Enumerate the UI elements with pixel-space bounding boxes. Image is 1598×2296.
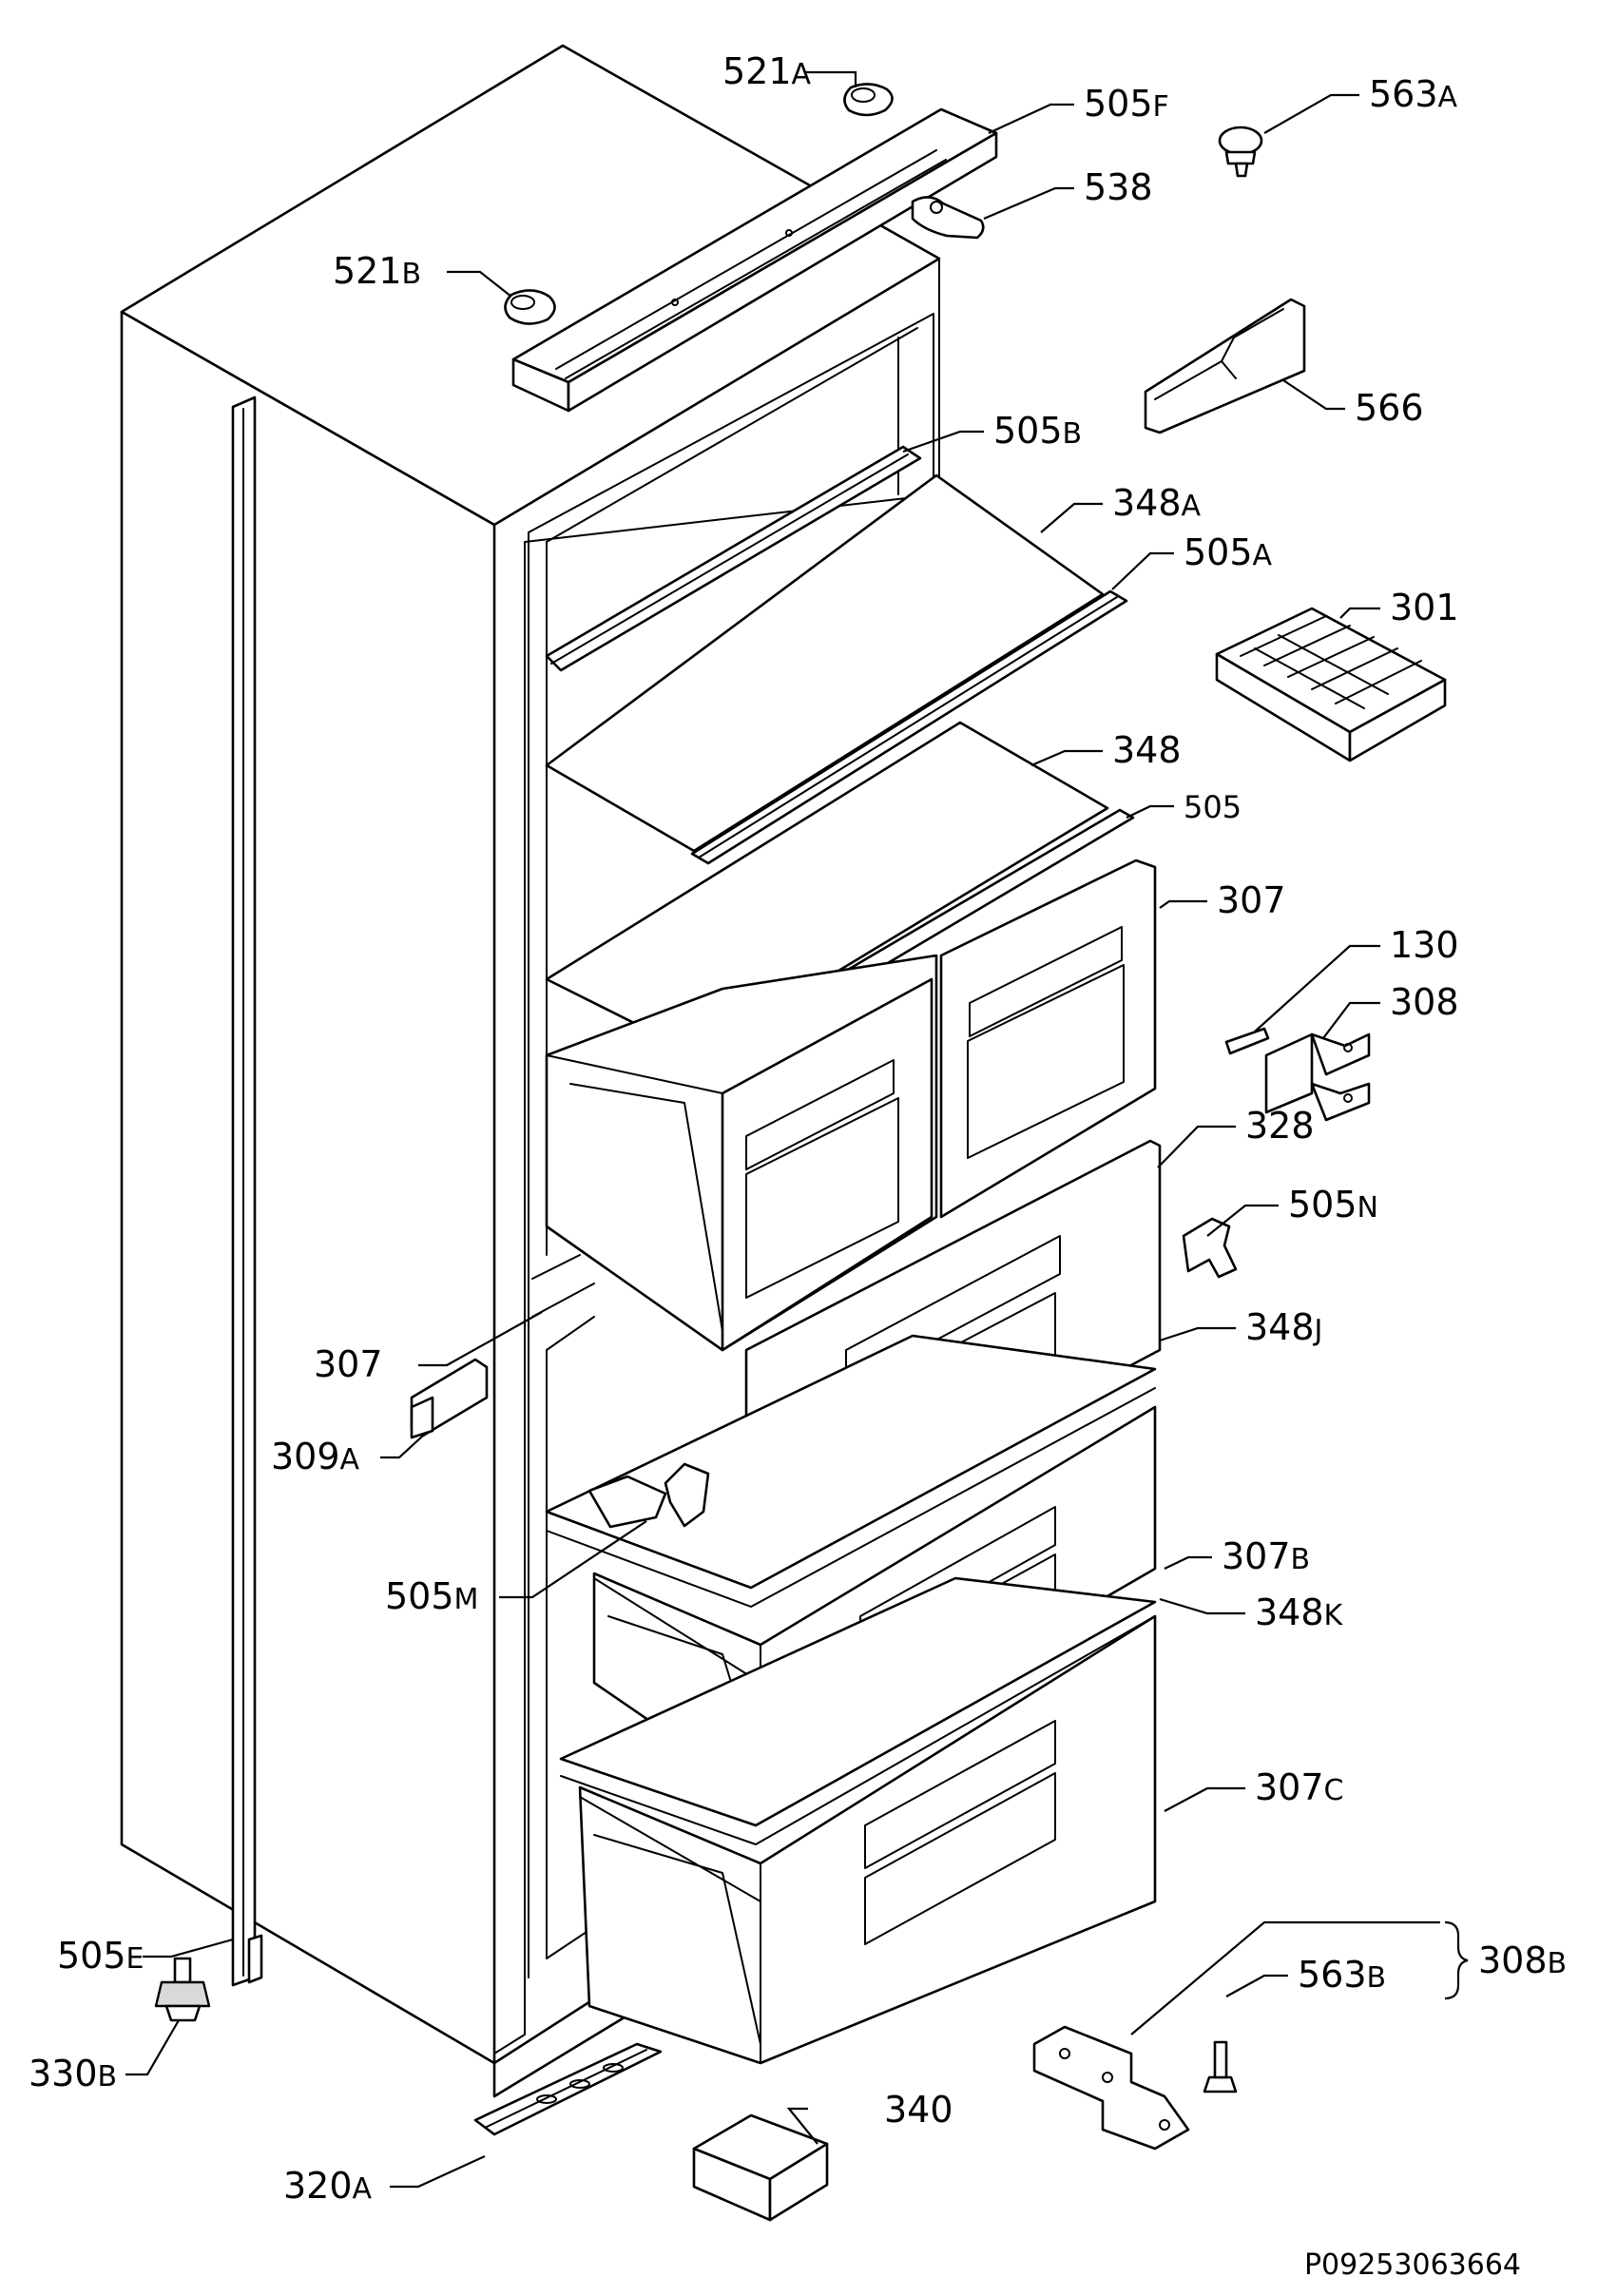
- clip-505n: [1182, 1217, 1238, 1279]
- callout-563b: 563B: [1298, 1954, 1386, 1996]
- callout-521b: 521B: [333, 250, 421, 292]
- reference-code: P09253063664: [1304, 2248, 1521, 2282]
- rail-320a: [473, 2042, 663, 2136]
- hinge-308: [1264, 1032, 1371, 1122]
- trim-505a: [690, 589, 1128, 865]
- screw-563b: [1203, 2040, 1238, 2093]
- callout-505a: 505A: [1184, 531, 1273, 573]
- drawer-307c: [578, 1614, 1157, 2065]
- foot-330b: [154, 1957, 211, 2022]
- callout-505f: 505F: [1084, 83, 1169, 125]
- callout-labels: 521A 505F 563A 538 521B 566 505B 348A 50…: [29, 50, 1567, 2207]
- callout-340: 340: [884, 2089, 953, 2131]
- part-130: [1224, 1027, 1270, 1055]
- group-brace: [1444, 1920, 1469, 2000]
- clip-505m: [587, 1462, 710, 1529]
- callout-538: 538: [1084, 166, 1153, 208]
- callout-320a: 320A: [283, 2165, 373, 2207]
- glass-shelf-348a: [545, 473, 1105, 853]
- callout-130: 130: [1390, 924, 1459, 966]
- bracket-566: [1144, 298, 1306, 434]
- cap-521a: [843, 83, 894, 117]
- drawer-307-right: [939, 859, 1157, 1219]
- bracket-538: [911, 196, 985, 240]
- hinge-308b: [1032, 2025, 1190, 2151]
- box-340: [692, 2113, 829, 2222]
- ice-tray-301: [1215, 607, 1447, 762]
- callout-328: 328: [1245, 1105, 1315, 1147]
- callout-309a: 309A: [271, 1436, 360, 1477]
- callout-505: 505: [1184, 789, 1242, 825]
- callout-307c: 307C: [1255, 1766, 1343, 1808]
- trim-505b: [545, 445, 922, 672]
- leader-lines: [125, 70, 1440, 2189]
- callout-348a: 348A: [1112, 482, 1202, 524]
- callout-307b: 307B: [1222, 1535, 1310, 1577]
- callout-505b: 505B: [993, 410, 1082, 452]
- callout-348j: 348J: [1245, 1306, 1322, 1348]
- callout-307-left: 307: [314, 1343, 383, 1385]
- part-309a: [410, 1358, 489, 1439]
- top-hinge-bar-505f: [511, 107, 998, 413]
- callout-348: 348: [1112, 729, 1182, 771]
- callout-505m: 505M: [385, 1575, 478, 1617]
- callout-566: 566: [1355, 387, 1424, 429]
- callout-521a: 521A: [722, 50, 812, 92]
- callout-348k: 348K: [1255, 1592, 1344, 1633]
- callout-505n: 505N: [1288, 1184, 1378, 1225]
- screw-563a: [1218, 125, 1263, 178]
- glass-shelf-348j: [545, 1334, 1157, 1608]
- callout-563a: 563A: [1369, 73, 1458, 115]
- callout-301: 301: [1390, 587, 1459, 628]
- callout-308: 308: [1390, 981, 1459, 1023]
- callout-505e: 505E: [57, 1935, 144, 1977]
- callout-307: 307: [1217, 879, 1286, 921]
- door-gasket-505e: [231, 396, 263, 1987]
- glass-shelf-348k: [559, 1576, 1157, 1845]
- callout-308b: 308B: [1478, 1939, 1567, 1981]
- callout-330b: 330B: [29, 2053, 117, 2094]
- cap-521b: [504, 289, 556, 325]
- drawer-307-left: [545, 954, 938, 1352]
